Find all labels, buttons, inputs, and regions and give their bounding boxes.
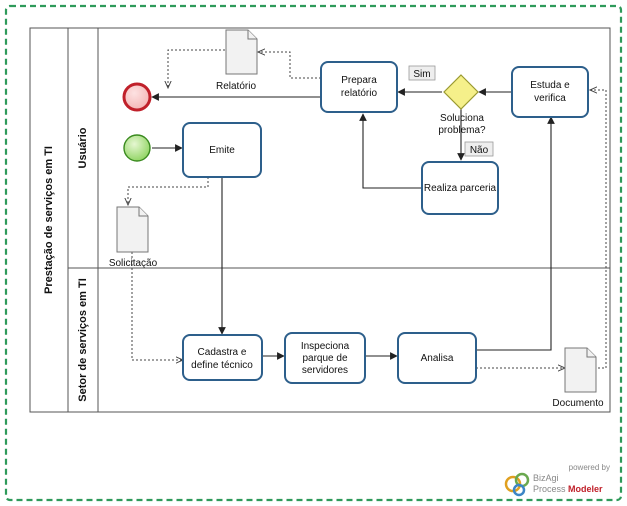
task-label-line-2: verifica	[534, 93, 566, 104]
powered-by-text: powered by	[569, 463, 610, 472]
associations	[128, 50, 607, 368]
task-label-line-1: Cadastra e	[198, 347, 247, 358]
task-label-line-1: Prepara	[341, 75, 377, 86]
task-realiza-parceria[interactable]: Realiza parceria	[421, 161, 499, 215]
bizagi-branding: powered by BizAgi Process Modeler	[504, 463, 610, 497]
gateway-label-line-2: problema?	[438, 125, 486, 136]
task-analisa[interactable]: Analisa	[397, 332, 477, 384]
flow-label-sim: Sim	[408, 65, 436, 81]
brand-name: BizAgi	[533, 473, 559, 483]
task-label-line-2: parque de	[302, 353, 347, 364]
document-relatorio[interactable]: Relatório	[216, 29, 258, 92]
task-cadastra-define-tecnico[interactable]: Cadastra e define técnico	[182, 334, 263, 381]
task-prepara-relatorio[interactable]: Prepara relatório	[320, 61, 398, 113]
brand-product: Process Modeler	[533, 484, 603, 494]
task-label: Emite	[209, 145, 235, 156]
end-event	[122, 82, 152, 112]
task-emite[interactable]: Emite	[182, 122, 262, 178]
bizagi-logo-icon	[504, 472, 530, 497]
lane-label-setor: Setor de serviços em TI	[77, 278, 89, 402]
brand-product-highlight: Modeler	[568, 484, 603, 494]
task-label-line-3: servidores	[302, 365, 348, 376]
task-label: Realiza parceria	[424, 183, 497, 194]
pool-label: Prestação de serviços em TI	[43, 146, 55, 294]
gateway-soluciona-problema[interactable]: Soluciona problema?	[438, 74, 486, 136]
task-inspeciona-parque[interactable]: Inspeciona parque de servidores	[284, 332, 366, 384]
flow-label-sim-text: Sim	[413, 69, 430, 80]
outer-frame	[4, 4, 623, 502]
document-label: Documento	[552, 398, 604, 409]
task-label-line-2: relatório	[341, 88, 378, 99]
flow-label-nao: Não	[464, 141, 494, 157]
flow-label-nao-text: Não	[470, 145, 489, 156]
gateway-label-line-1: Soluciona	[440, 113, 484, 124]
start-event	[123, 134, 151, 162]
task-label-line-1: Estuda e	[530, 80, 570, 91]
lane-label-usuario: Usuário	[77, 127, 89, 168]
document-documento[interactable]: Documento	[552, 347, 604, 409]
task-label-line-2: define técnico	[191, 360, 253, 371]
task-estuda-verifica[interactable]: Estuda e verifica	[511, 66, 589, 118]
brand-product-text: Process	[533, 484, 568, 494]
document-solicitacao[interactable]: Solicitação	[109, 206, 158, 269]
sequence-flows	[151, 88, 555, 360]
task-label-line-1: Inspeciona	[301, 341, 350, 352]
document-label: Relatório	[216, 81, 256, 92]
task-label: Analisa	[421, 353, 454, 364]
document-label: Solicitação	[109, 258, 158, 269]
